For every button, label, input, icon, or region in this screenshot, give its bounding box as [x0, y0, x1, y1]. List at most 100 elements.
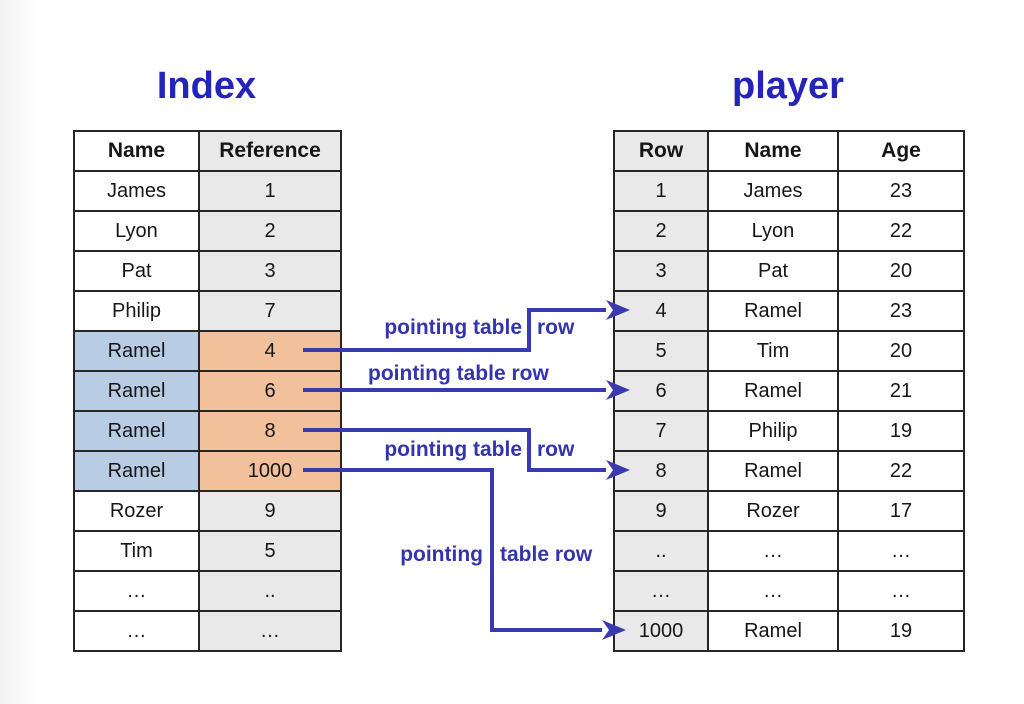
index-reference-cell: 1: [198, 170, 342, 212]
player-name-cell: Ramel: [707, 290, 839, 332]
index-table-title: Index: [156, 65, 257, 107]
player-header-row: Row Name Age: [613, 130, 965, 172]
index-table-row: Rozer 9: [73, 490, 342, 532]
player-header-name: Name: [707, 130, 839, 172]
player-name-cell: Lyon: [707, 210, 839, 252]
player-table-row: 9 Rozer 17: [613, 490, 965, 532]
page-edge-gradient: [0, 0, 38, 704]
index-name-cell: Pat: [73, 250, 200, 292]
player-table-row: 1 James 23: [613, 170, 965, 212]
player-table-row: 2 Lyon 22: [613, 210, 965, 252]
index-table-row-highlighted: Ramel 6: [73, 370, 342, 412]
player-age-cell: 20: [837, 250, 965, 292]
index-table-row: Philip 7: [73, 290, 342, 332]
index-table-row: … ..: [73, 570, 342, 612]
player-row-cell: 2: [613, 210, 709, 252]
player-name-cell: …: [707, 530, 839, 572]
arrow-label-1-part1: pointing table: [384, 316, 522, 339]
index-table-row-highlighted: Ramel 8: [73, 410, 342, 452]
player-name-cell: Ramel: [707, 450, 839, 492]
player-table-row: 5 Tim 20: [613, 330, 965, 372]
arrow-label-3-part1: pointing table: [384, 438, 522, 461]
player-row-cell: 1000: [613, 610, 709, 652]
index-name-cell: Ramel: [73, 450, 200, 492]
player-name-cell: Rozer: [707, 490, 839, 532]
arrow-label-1-part2: row: [537, 316, 575, 339]
index-table-row: Lyon 2: [73, 210, 342, 252]
index-reference-cell: 9: [198, 490, 342, 532]
player-age-cell: 20: [837, 330, 965, 372]
player-age-cell: 17: [837, 490, 965, 532]
player-row-cell: 6: [613, 370, 709, 412]
index-reference-cell: 8: [198, 410, 342, 452]
player-name-cell: …: [707, 570, 839, 612]
player-table-row: .. … …: [613, 530, 965, 572]
player-age-cell: 22: [837, 210, 965, 252]
index-table-row: Tim 5: [73, 530, 342, 572]
index-reference-cell: 3: [198, 250, 342, 292]
index-reference-cell: 6: [198, 370, 342, 412]
player-header-age: Age: [837, 130, 965, 172]
index-reference-cell: 7: [198, 290, 342, 332]
index-table-row-highlighted: Ramel 4: [73, 330, 342, 372]
index-reference-cell: ..: [198, 570, 342, 612]
index-table-row: … …: [73, 610, 342, 652]
player-age-cell: 23: [837, 290, 965, 332]
player-name-cell: Tim: [707, 330, 839, 372]
index-name-cell: Tim: [73, 530, 200, 572]
player-row-cell: 4: [613, 290, 709, 332]
index-reference-cell: 4: [198, 330, 342, 372]
player-row-cell: ..: [613, 530, 709, 572]
player-age-cell: 21: [837, 370, 965, 412]
player-name-cell: Pat: [707, 250, 839, 292]
index-table-row-highlighted: Ramel 1000: [73, 450, 342, 492]
index-reference-cell: 5: [198, 530, 342, 572]
index-table-row: James 1: [73, 170, 342, 212]
index-table: Name Reference James 1 Lyon 2 Pat 3 Phil…: [73, 130, 342, 652]
player-table-row: … … …: [613, 570, 965, 612]
player-row-cell: 5: [613, 330, 709, 372]
player-row-cell: 7: [613, 410, 709, 452]
player-age-cell: 23: [837, 170, 965, 212]
index-name-cell: Lyon: [73, 210, 200, 252]
player-table: Row Name Age 1 James 23 2 Lyon 22 3 Pat …: [613, 130, 965, 652]
index-header-reference: Reference: [198, 130, 342, 172]
index-name-cell: Ramel: [73, 410, 200, 452]
player-row-cell: 1: [613, 170, 709, 212]
player-table-row: 4 Ramel 23: [613, 290, 965, 332]
player-name-cell: James: [707, 170, 839, 212]
player-age-cell: …: [837, 530, 965, 572]
index-reference-cell: 2: [198, 210, 342, 252]
player-age-cell: 19: [837, 610, 965, 652]
index-header-name: Name: [73, 130, 200, 172]
player-header-row-col: Row: [613, 130, 709, 172]
arrow-label-3-part2: row: [537, 438, 575, 461]
index-name-cell: …: [73, 610, 200, 652]
player-table-row: 1000 Ramel 19: [613, 610, 965, 652]
player-age-cell: 22: [837, 450, 965, 492]
index-name-cell: James: [73, 170, 200, 212]
index-name-cell: Rozer: [73, 490, 200, 532]
player-table-row: 7 Philip 19: [613, 410, 965, 452]
arrow-label-2: pointing table row: [368, 362, 549, 385]
player-row-cell: …: [613, 570, 709, 612]
index-reference-cell: …: [198, 610, 342, 652]
index-table-row: Pat 3: [73, 250, 342, 292]
index-reference-cell: 1000: [198, 450, 342, 492]
index-name-cell: Ramel: [73, 330, 200, 372]
index-name-cell: …: [73, 570, 200, 612]
player-table-row: 8 Ramel 22: [613, 450, 965, 492]
player-name-cell: Ramel: [707, 610, 839, 652]
player-table-row: 6 Ramel 21: [613, 370, 965, 412]
player-age-cell: 19: [837, 410, 965, 452]
player-table-row: 3 Pat 20: [613, 250, 965, 292]
index-name-cell: Ramel: [73, 370, 200, 412]
index-header-row: Name Reference: [73, 130, 342, 172]
player-row-cell: 3: [613, 250, 709, 292]
player-name-cell: Ramel: [707, 370, 839, 412]
player-age-cell: …: [837, 570, 965, 612]
index-name-cell: Philip: [73, 290, 200, 332]
player-row-cell: 9: [613, 490, 709, 532]
player-row-cell: 8: [613, 450, 709, 492]
